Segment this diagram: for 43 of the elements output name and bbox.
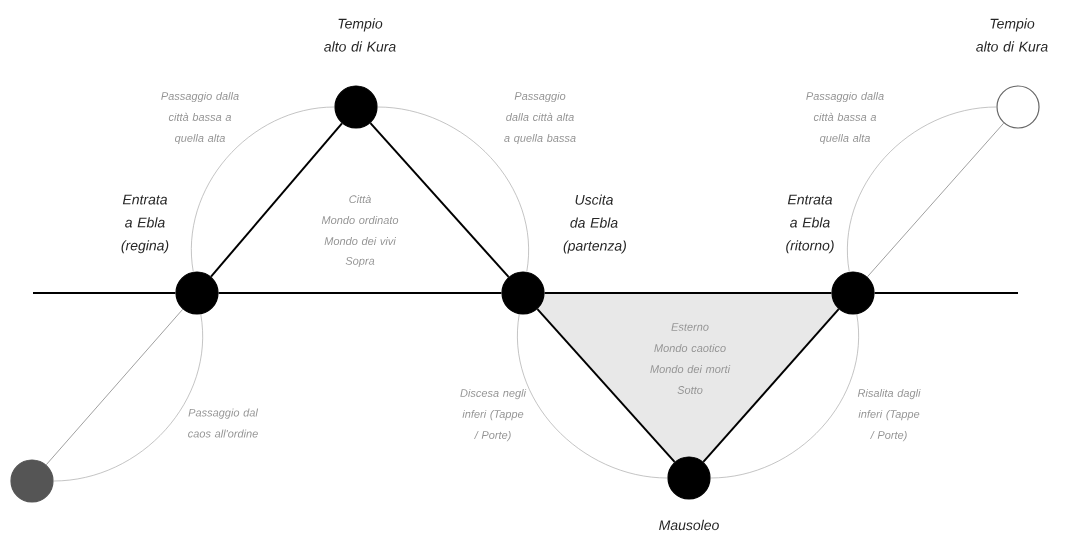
circle-node: [10, 459, 54, 503]
circle-node: [831, 271, 875, 315]
annotation-text: Sotto: [677, 386, 703, 394]
line: [32, 292, 177, 294]
annotation-text: Mondo ordinato: [321, 215, 399, 225]
node-label: Entrata a Ebla (ritorno): [786, 194, 834, 254]
node-label: Entrata a Ebla (regina): [121, 194, 169, 254]
annotation-text: Mondo caotico: [654, 343, 726, 353]
node-label: Mausoleo: [659, 519, 719, 531]
curved-line: [377, 106, 529, 273]
circle-node: [501, 271, 545, 315]
curved-line: [191, 106, 335, 273]
line: [873, 292, 1019, 294]
curved-line: [847, 106, 997, 273]
annotation-text: Sopra: [345, 257, 375, 267]
curved-line: [710, 313, 859, 479]
annotation-text: Passaggio dalla città alta a quella bassa: [504, 91, 576, 145]
circle-node: [175, 271, 219, 315]
line: [369, 122, 510, 278]
node-label: Uscita da Ebla (partenza): [563, 194, 626, 254]
circle-node: [667, 456, 711, 500]
curved-line: [517, 313, 668, 479]
node-label: Tempio alto di Kura: [324, 18, 396, 52]
line: [210, 122, 343, 278]
annotation-text: Discesa negli inferi (Tappe / Porte): [460, 388, 527, 442]
line: [543, 292, 833, 294]
line: [867, 122, 1005, 278]
annotation-text: Città: [349, 194, 371, 204]
annotation-text: Passaggio dal caos all'ordine: [188, 408, 259, 438]
annotation-text: Passaggio dalla città bassa a quella alta: [806, 91, 884, 145]
annotation-text: Esterno: [671, 323, 709, 331]
line: [45, 308, 184, 466]
line: [217, 292, 503, 294]
node-label: Tempio alto di Kura: [976, 18, 1048, 52]
line: [536, 308, 676, 463]
annotation-text: Mondo dei vivi: [324, 236, 396, 246]
annotation-text: Risalita dagli inferi (Tappe / Porte): [857, 388, 921, 442]
annotation-text: Mondo dei morti: [650, 364, 731, 374]
annotation-text: Passaggio dalla città bassa a quella alta: [161, 91, 239, 145]
circle-node: [334, 85, 378, 129]
circle-node: [996, 85, 1040, 129]
curved-line: [53, 313, 204, 482]
line: [702, 308, 840, 463]
